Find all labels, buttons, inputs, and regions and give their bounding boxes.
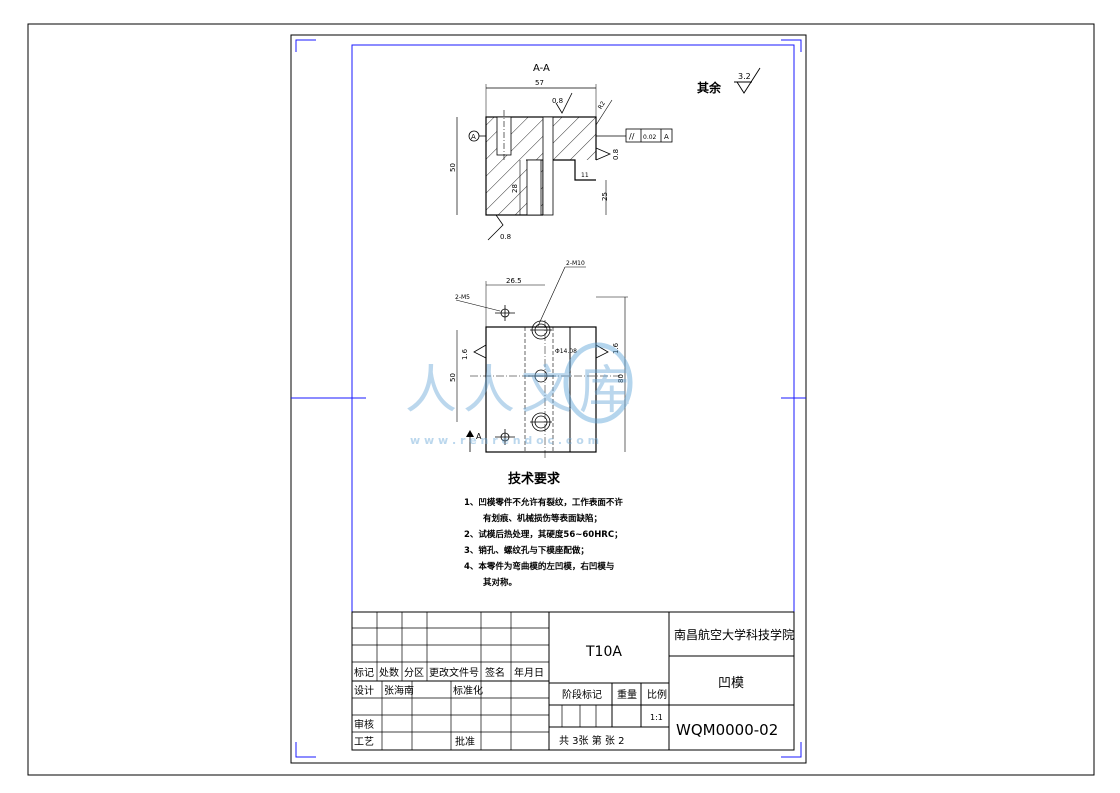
tech-req-line: 其对称。 <box>483 578 518 588</box>
plan-view: 2-M5 2-M10 Φ14.08 26.5 50 80 1.6 1.6 A <box>449 260 628 460</box>
tolerance-frame: // 0.02 A <box>596 128 673 143</box>
svg-text:更改文件号: 更改文件号 <box>429 666 479 679</box>
title-block: T10A 南昌航空大学科技学院 凹模 WQM0000-02 标记 处数 分区 更… <box>354 627 794 748</box>
svg-text:批准: 批准 <box>455 735 475 748</box>
tech-req-line: 3、销孔、螺纹孔与下模座配做； <box>464 546 589 556</box>
svg-text:A: A <box>471 133 476 141</box>
drawing-number: WQM0000-02 <box>676 721 778 739</box>
corner-marks <box>291 39 806 758</box>
svg-text:2-M10: 2-M10 <box>566 260 585 267</box>
tech-requirements: 技术要求 1、凹模零件不允许有裂纹，工作表面不许 有划痕、机械损伤等表面缺陷； … <box>460 468 680 591</box>
svg-text:0.8: 0.8 <box>552 97 563 105</box>
section-label: A-A <box>533 63 550 74</box>
svg-text:50: 50 <box>449 163 457 172</box>
svg-text:年月日: 年月日 <box>514 666 544 679</box>
svg-text:设计: 设计 <box>354 684 374 697</box>
svg-text:A: A <box>476 432 482 441</box>
svg-text:2-M5: 2-M5 <box>455 294 470 301</box>
svg-text:共 3张 第 张 2: 共 3张 第 张 2 <box>559 734 624 747</box>
svg-text:0.8: 0.8 <box>612 149 620 160</box>
tech-req-line: 有划痕、机械损伤等表面缺陷； <box>483 514 603 524</box>
svg-text://: // <box>629 132 635 141</box>
tech-req-title: 技术要求 <box>508 472 561 487</box>
svg-text:工艺: 工艺 <box>354 736 374 748</box>
page-border <box>27 23 1095 776</box>
material: T10A <box>585 644 622 660</box>
svg-text:w w w . r e n r e n d o c . c: w w w . r e n r e n d o c . c o m <box>410 434 599 447</box>
part-name: 凹模 <box>718 676 744 691</box>
svg-text:签名: 签名 <box>485 666 505 679</box>
svg-text:标准化: 标准化 <box>453 684 483 697</box>
title-block-grid <box>351 611 795 751</box>
svg-text:A: A <box>664 133 669 141</box>
sheet-frame <box>290 34 807 764</box>
svg-text:比例: 比例 <box>647 688 667 701</box>
svg-text:人人文库: 人人文库 <box>405 361 637 421</box>
svg-text:其余: 其余 <box>697 80 722 95</box>
svg-text:张海南: 张海南 <box>384 684 414 697</box>
plan-body <box>485 326 597 453</box>
tech-req-line: 1、凹模零件不允许有裂纹，工作表面不许 <box>464 498 623 508</box>
svg-text:审核: 审核 <box>354 718 374 731</box>
watermark: 人人文库 w w w . r e n r e n d o c . c o m <box>405 342 637 447</box>
tech-req-line: 2、试模后热处理，其硬度56~60HRC； <box>464 530 623 540</box>
svg-text:57: 57 <box>535 79 544 87</box>
tech-req-line: 4、本零件为弯曲模的左凹模，右凹模与 <box>464 562 615 572</box>
svg-text:Φ14.08: Φ14.08 <box>555 348 577 355</box>
svg-text:阶段标记: 阶段标记 <box>562 688 602 701</box>
svg-text:重量: 重量 <box>617 688 637 701</box>
section-view: A-A 57 50 28 11 25 R2 0.8 0.8 0.8 A <box>449 63 673 241</box>
svg-text:R2: R2 <box>597 100 607 111</box>
svg-text:50: 50 <box>449 373 457 382</box>
svg-text:1.6: 1.6 <box>612 342 620 354</box>
svg-text:处数: 处数 <box>379 666 399 679</box>
svg-text:3.2: 3.2 <box>738 72 751 81</box>
svg-text:28: 28 <box>511 184 519 193</box>
svg-text:26.5: 26.5 <box>506 277 522 285</box>
svg-text:11: 11 <box>581 172 589 179</box>
svg-text:25: 25 <box>601 192 609 201</box>
svg-text:0.8: 0.8 <box>500 233 511 241</box>
svg-text:标记: 标记 <box>354 667 374 679</box>
svg-text:0.02: 0.02 <box>643 134 657 141</box>
svg-text:分区: 分区 <box>404 667 424 679</box>
svg-text:1.6: 1.6 <box>461 348 469 360</box>
svg-text:1:1: 1:1 <box>650 713 663 722</box>
svg-text:80: 80 <box>617 374 625 383</box>
roughness-other: 其余 3.2 <box>697 67 761 95</box>
school-name: 南昌航空大学科技学院 <box>674 627 794 642</box>
